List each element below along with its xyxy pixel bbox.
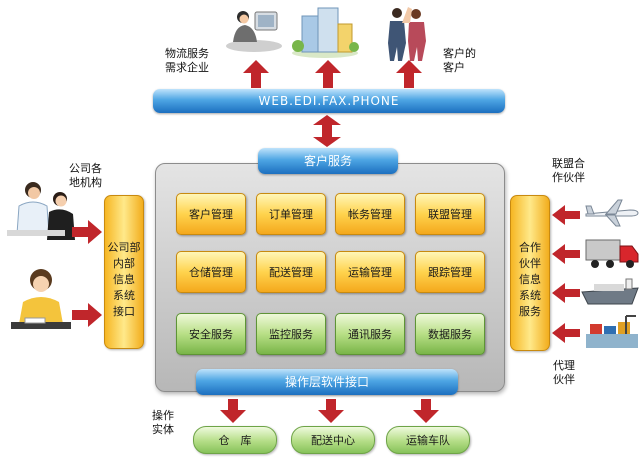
airplane-icon	[585, 199, 639, 227]
module-label: 帐务管理	[348, 208, 392, 221]
side-label-line: 合作	[519, 241, 541, 254]
right-label-line: 联盟合	[552, 157, 585, 170]
arrow-left-icon	[552, 205, 580, 225]
side-label-line: 接口	[113, 305, 135, 318]
cargo-ship-icon	[581, 278, 639, 305]
module-label: 仓储管理	[189, 266, 233, 279]
left-label: 公司各 地机构	[69, 162, 102, 190]
operation-interface-bar-text: 操作层软件接口	[284, 375, 369, 389]
right-label-top: 联盟合 作伙伴	[552, 157, 585, 185]
top-label-right-line: 客户的	[443, 47, 476, 60]
side-label-line: 信息	[519, 273, 541, 286]
right-label-line: 作伙伴	[552, 171, 585, 184]
module-distribution-management[interactable]: 配送管理	[256, 251, 326, 293]
bottom-label-line: 实体	[152, 423, 174, 436]
arrow-up-icon	[315, 60, 341, 88]
side-label-line: 系统	[519, 289, 541, 302]
business-handshake-icon	[388, 7, 426, 61]
module-label: 运输管理	[348, 266, 392, 279]
internal-info-system-interface[interactable]: 公司部 内部 信息 系统 接口	[104, 195, 144, 349]
customer-service-header: 客户服务	[258, 148, 398, 174]
arrow-down-icon	[220, 399, 246, 423]
side-label-line: 伙伴	[519, 257, 541, 270]
arrow-left-icon	[552, 244, 580, 264]
module-label: 配送管理	[269, 266, 313, 279]
arrow-right-icon	[72, 303, 102, 327]
arrow-up-icon	[396, 60, 422, 88]
module-label: 通讯服务	[348, 328, 392, 341]
module-label: 数据服务	[428, 328, 472, 341]
side-label-line: 内部	[113, 257, 135, 270]
right-label-line: 伙伴	[553, 373, 575, 386]
truck-icon	[585, 239, 639, 268]
side-label-line: 系统	[113, 289, 135, 302]
office-meeting-icon	[7, 182, 75, 240]
module-label: 订单管理	[269, 208, 313, 221]
call-center-agent-icon	[226, 11, 282, 52]
operation-interface-bar: 操作层软件接口	[196, 369, 458, 395]
office-buildings-icon	[292, 7, 359, 58]
left-label-line: 公司各	[69, 162, 102, 175]
module-data-service[interactable]: 数据服务	[415, 313, 485, 355]
top-label-left-line: 物流服务	[165, 47, 209, 60]
top-label-right-line: 客户	[443, 61, 465, 74]
module-alliance-management[interactable]: 联盟管理	[415, 193, 485, 235]
top-label-left: 物流服务 需求企业	[165, 47, 209, 75]
arrow-left-icon	[552, 323, 580, 343]
module-transport-management[interactable]: 运输管理	[335, 251, 405, 293]
right-label-line: 代理	[553, 359, 575, 372]
left-label-line: 地机构	[69, 176, 102, 189]
module-warehouse-management[interactable]: 仓储管理	[176, 251, 246, 293]
channel-bar-text: WEB.EDI.FAX.PHONE	[258, 94, 400, 108]
module-label: 监控服务	[269, 328, 313, 341]
customer-service-header-text: 客户服务	[303, 154, 352, 168]
channel-bar: WEB.EDI.FAX.PHONE	[153, 89, 505, 113]
module-security-service[interactable]: 安全服务	[176, 313, 246, 355]
module-label: 客户管理	[189, 208, 233, 221]
module-tracking-management[interactable]: 跟踪管理	[415, 251, 485, 293]
side-label-line: 信息	[113, 273, 135, 286]
arrow-down-icon	[413, 399, 439, 423]
entity-warehouse[interactable]: 仓 库	[193, 426, 277, 454]
top-label-left-line: 需求企业	[165, 61, 209, 74]
arrow-down-icon	[318, 399, 344, 423]
module-communication-service[interactable]: 通讯服务	[335, 313, 405, 355]
side-label-line: 服务	[519, 305, 541, 318]
bottom-label-line: 操作	[152, 409, 174, 422]
container-port-icon	[586, 315, 638, 348]
module-label: 跟踪管理	[428, 266, 472, 279]
entity-label: 仓 库	[218, 434, 252, 447]
module-order-management[interactable]: 订单管理	[256, 193, 326, 235]
entity-distribution-center[interactable]: 配送中心	[291, 426, 375, 454]
module-monitoring-service[interactable]: 监控服务	[256, 313, 326, 355]
telephone-operator-icon	[11, 269, 71, 329]
entity-label: 运输车队	[406, 434, 450, 447]
entity-label: 配送中心	[311, 434, 355, 447]
bidirectional-arrow-icon	[313, 115, 341, 147]
module-label: 安全服务	[189, 328, 233, 341]
module-customer-management[interactable]: 客户管理	[176, 193, 246, 235]
partner-info-system-service[interactable]: 合作 伙伴 信息 系统 服务	[510, 195, 550, 351]
arrow-right-icon	[72, 220, 102, 244]
arrow-up-icon	[243, 60, 269, 88]
module-label: 联盟管理	[428, 208, 472, 221]
entity-transport-fleet[interactable]: 运输车队	[386, 426, 470, 454]
arrow-left-icon	[552, 283, 580, 303]
right-label-bottom: 代理 伙伴	[553, 359, 575, 387]
top-label-right: 客户的 客户	[443, 47, 476, 75]
bottom-label: 操作 实体	[152, 409, 174, 437]
side-label-line: 公司部	[107, 241, 141, 254]
module-account-management[interactable]: 帐务管理	[335, 193, 405, 235]
